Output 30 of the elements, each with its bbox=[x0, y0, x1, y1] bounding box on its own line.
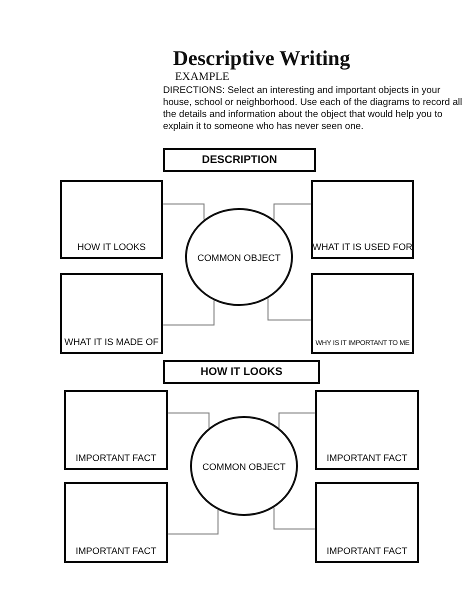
directions-text: DIRECTIONS: Select an interesting and important objects in your house, school or neighborhood. Use each of the diagrams to record all the details and information about the object that would help you to explain it to someone who has never seen one. bbox=[163, 85, 463, 133]
box-label: HOW IT LOOKS bbox=[77, 241, 146, 252]
connector-line bbox=[162, 300, 214, 326]
writing-box bbox=[64, 482, 168, 563]
writing-box bbox=[315, 482, 419, 563]
writing-box bbox=[60, 180, 163, 259]
writing-box bbox=[311, 180, 414, 259]
box-label: WHAT IT IS USED FOR bbox=[312, 241, 413, 252]
writing-box bbox=[311, 273, 414, 354]
connector-line bbox=[278, 412, 316, 428]
connector-line bbox=[274, 507, 316, 530]
box-label: IMPORTANT FACT bbox=[76, 545, 156, 556]
connector-line bbox=[168, 509, 218, 534]
connector-line bbox=[168, 412, 210, 428]
box-label: IMPORTANT FACT bbox=[76, 452, 156, 463]
writing-box bbox=[64, 390, 168, 470]
subtitle: EXAMPLE bbox=[175, 71, 230, 83]
box-label: IMPORTANT FACT bbox=[326, 452, 408, 463]
box-label: WHAT IT IS MADE OF bbox=[64, 336, 159, 347]
heading-box: DESCRIPTION bbox=[163, 148, 316, 172]
heading-box: HOW IT LOOKS bbox=[163, 360, 320, 384]
connector-line bbox=[268, 298, 312, 320]
circle-label: COMMON OBJECT bbox=[202, 460, 286, 472]
connector-line bbox=[274, 204, 312, 220]
title: Descriptive Writing bbox=[173, 46, 350, 71]
writing-box bbox=[315, 390, 419, 470]
writing-box bbox=[60, 273, 163, 354]
connector-line bbox=[162, 204, 204, 220]
box-label: IMPORTANT FACT bbox=[326, 545, 408, 556]
circle-label: COMMON OBJECT bbox=[197, 252, 281, 262]
